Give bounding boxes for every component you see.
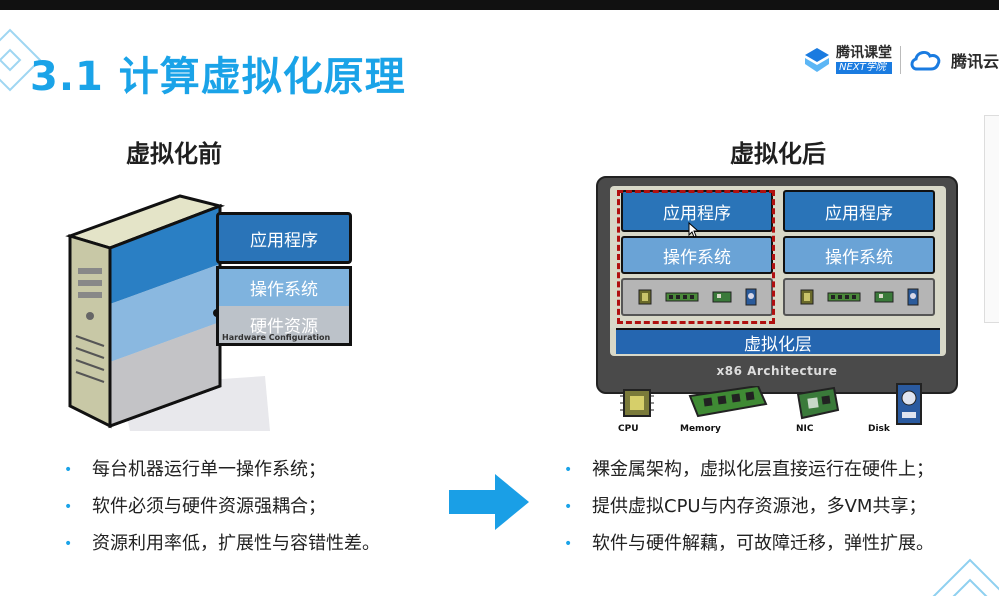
x86-architecture-label: x86 Architecture <box>716 364 838 378</box>
before-hw-sub: Hardware Configuration <box>222 333 331 342</box>
slide-title: 3.1 计算虚拟化原理 <box>30 54 406 100</box>
side-panel-edge <box>984 115 999 323</box>
brand-sub-next: NEXT学院 <box>835 62 892 74</box>
cpu-chip-icon <box>800 289 813 305</box>
vm1-selection-outline <box>617 190 775 324</box>
physical-hardware-row: CPU Memory NIC Disk <box>600 382 940 442</box>
window-top-bar <box>0 0 999 10</box>
bullet-dot-icon: • <box>64 462 73 478</box>
hw-label-memory: Memory <box>680 424 721 434</box>
vm1-hw-block <box>621 278 773 316</box>
tencent-classroom-logo: 腾讯课堂 NEXT学院 <box>802 45 892 75</box>
vm2-hw-block <box>783 278 935 316</box>
list-item: •裸金属架构，虚拟化层直接运行在硬件上； <box>564 455 934 492</box>
after-bullet-list: •裸金属架构，虚拟化层直接运行在硬件上； •提供虚拟CPU与内存资源池，多VM共… <box>564 455 934 566</box>
right-arrow-icon <box>449 474 529 530</box>
disk-drive-icon <box>745 288 756 306</box>
vm-column-2: 应用程序 操作系统 <box>783 190 935 318</box>
before-bullet-list: •每台机器运行单一操作系统； •软件必须与硬件资源强耦合； •资源利用率低，扩展… <box>64 455 380 566</box>
nic-card-icon <box>796 386 840 420</box>
list-item: •软件必须与硬件资源强耦合； <box>64 492 380 529</box>
cpu-chip-icon <box>638 289 651 305</box>
corner-decoration-icon <box>932 558 999 596</box>
tencent-cloud-icon <box>910 50 941 71</box>
before-title: 虚拟化前 <box>126 140 222 168</box>
mouse-cursor-icon <box>688 222 700 238</box>
vm2-os-block: 操作系统 <box>783 236 935 274</box>
vm1-os-block: 操作系统 <box>621 236 773 274</box>
cpu-chip-icon <box>620 389 654 417</box>
brand-divider <box>899 46 901 74</box>
virtualization-layer: 虚拟化层 <box>616 328 940 355</box>
bullet-dot-icon: • <box>64 499 73 515</box>
bullet-dot-icon: • <box>564 499 573 515</box>
classroom-logo-icon <box>804 48 829 72</box>
before-os-block: 操作系统 <box>216 266 352 306</box>
nic-card-icon <box>712 291 731 303</box>
memory-stick-icon <box>665 292 698 302</box>
bullet-dot-icon: • <box>564 462 573 478</box>
brand-name-classroom: 腾讯课堂 <box>835 45 892 61</box>
list-item: •软件与硬件解藕，可故障迁移，弹性扩展。 <box>564 529 934 566</box>
brand-header: 腾讯课堂 NEXT学院 腾讯云 <box>802 40 999 80</box>
hw-label-cpu: CPU <box>618 424 639 434</box>
disk-drive-icon <box>896 383 922 425</box>
list-item: •提供虚拟CPU与内存资源池，多VM共享； <box>564 492 934 529</box>
bullet-dot-icon: • <box>64 536 73 552</box>
brand-name-cloud: 腾讯云 <box>950 52 999 71</box>
after-title: 虚拟化后 <box>730 140 826 168</box>
bullet-dot-icon: • <box>564 536 573 552</box>
server-tower-icon <box>65 194 270 431</box>
before-hw-block: 硬件资源 <box>216 306 352 346</box>
hw-label-nic: NIC <box>796 424 814 434</box>
nic-card-icon <box>874 291 893 303</box>
list-item: •资源利用率低，扩展性与容错性差。 <box>64 529 380 566</box>
hw-label-disk: Disk <box>868 424 890 434</box>
memory-module-icon <box>688 386 768 418</box>
vm2-app-block: 应用程序 <box>783 190 935 232</box>
before-app-block: 应用程序 <box>216 212 352 264</box>
memory-stick-icon <box>827 292 860 302</box>
list-item: •每台机器运行单一操作系统； <box>64 455 380 492</box>
diamond-decoration-icon <box>0 28 42 92</box>
disk-drive-icon <box>907 288 918 306</box>
